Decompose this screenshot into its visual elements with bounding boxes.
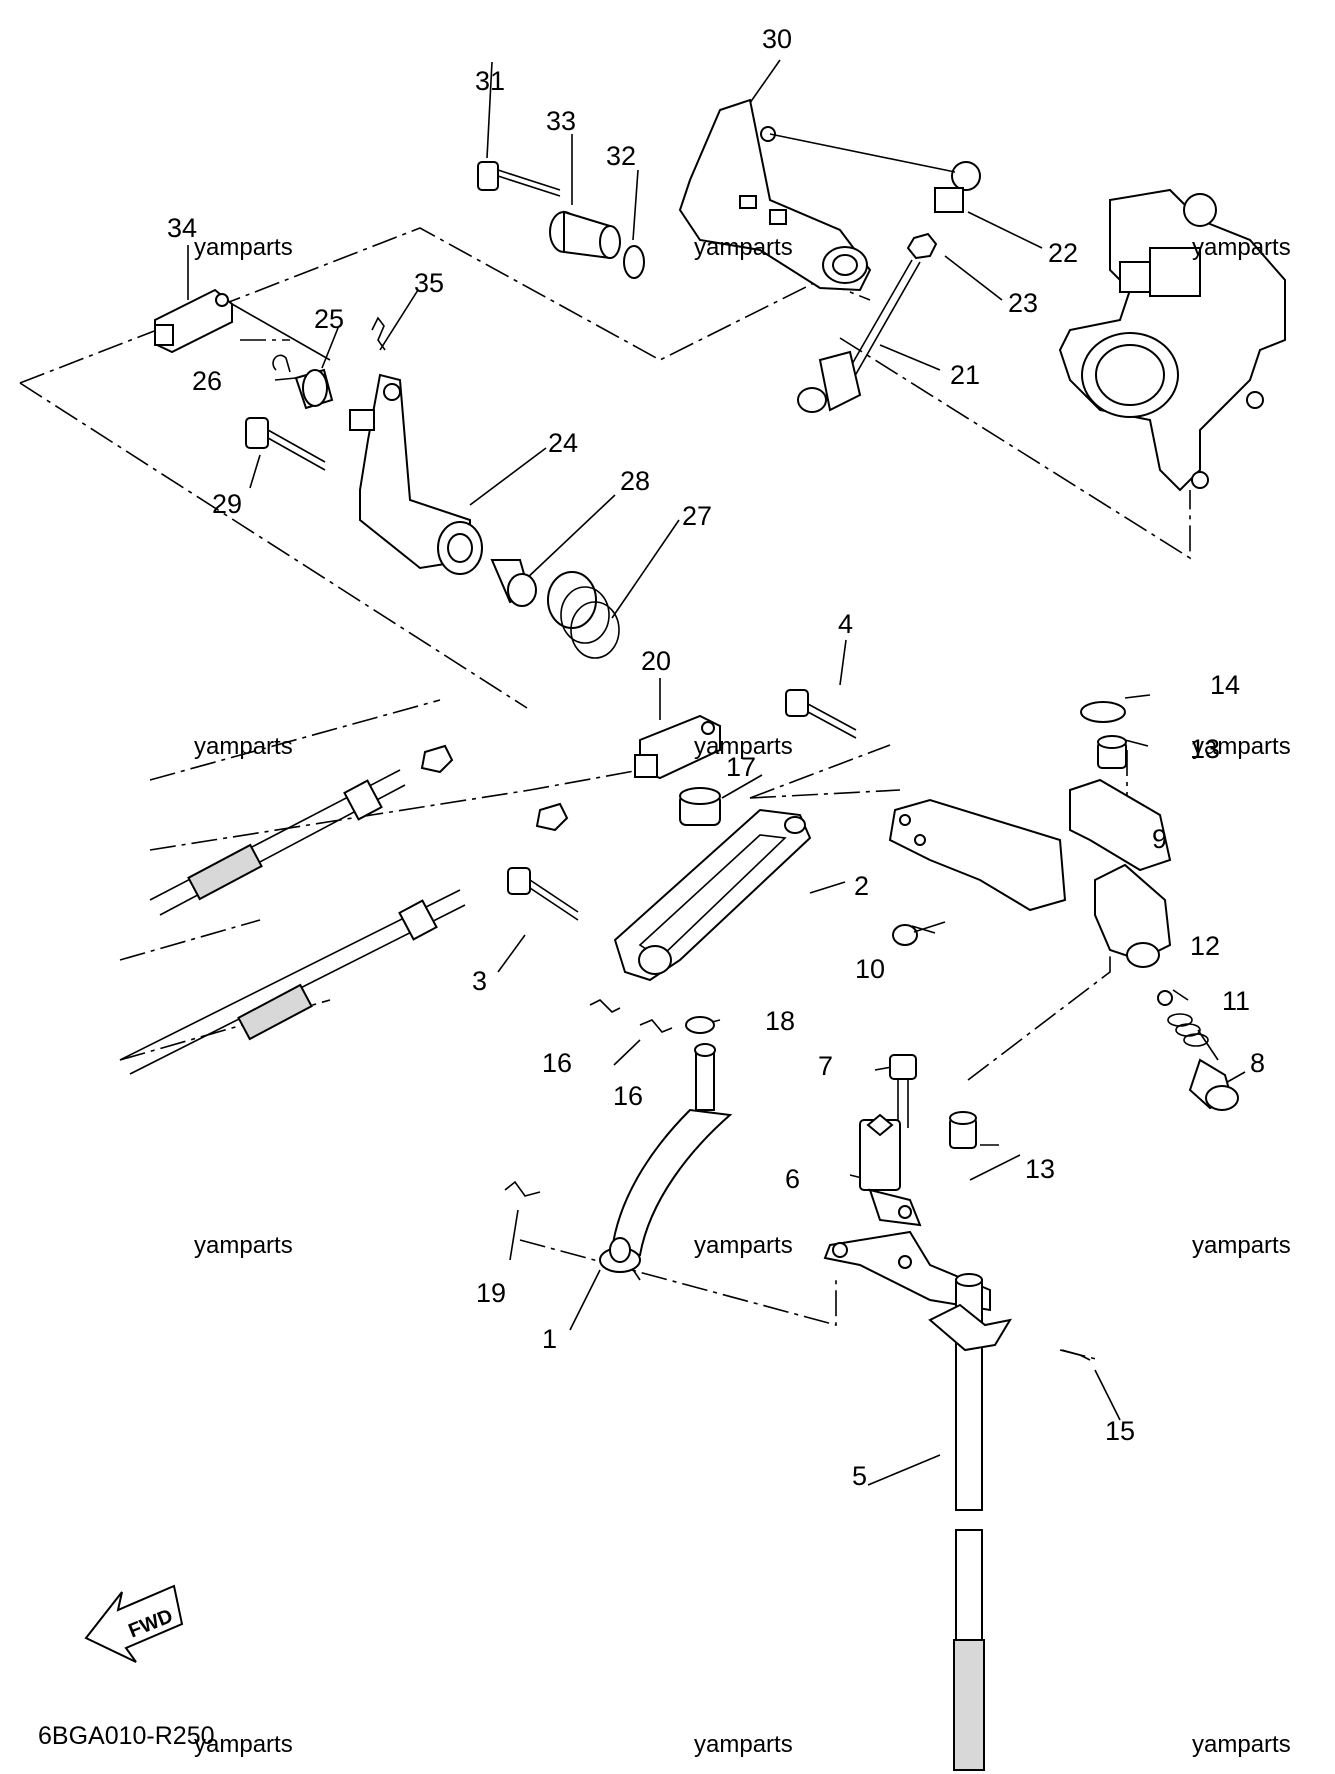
part-label: 6 <box>785 1164 800 1194</box>
part-label: 32 <box>606 141 636 171</box>
collar-13a-shape <box>1097 735 1127 769</box>
lever-24-shape <box>349 373 483 575</box>
part-label: 15 <box>1105 1416 1135 1446</box>
watermark: yamparts <box>1192 234 1291 261</box>
collar-25-shape <box>294 368 334 410</box>
pin-15-shape <box>1061 1349 1091 1361</box>
joint-34-shape <box>154 288 233 354</box>
part-label: 22 <box>1048 238 1078 268</box>
part-label: 19 <box>476 1278 506 1308</box>
part-label: 21 <box>950 360 980 390</box>
collar-17-shape <box>679 787 721 826</box>
watermark: yamparts <box>694 1731 793 1758</box>
assembly-guide-lines <box>19 227 1191 1361</box>
lever-2-shape <box>613 808 812 982</box>
part-label: 14 <box>1210 670 1240 700</box>
watermark: yamparts <box>194 1232 293 1259</box>
part-label: 34 <box>167 213 197 243</box>
sleeve-33-shape <box>549 210 621 260</box>
part-label: 23 <box>1008 288 1038 318</box>
bush-28-shape <box>490 559 537 607</box>
washer-32-shape <box>623 245 645 279</box>
control-cables-shape <box>119 744 569 1075</box>
part-label: 13 <box>1025 1154 1055 1184</box>
watermark: yamparts <box>194 733 293 760</box>
bolt-31-shape <box>477 161 561 197</box>
watermark: yamparts <box>1192 733 1291 760</box>
part-label: 31 <box>475 66 505 96</box>
shift-rod-5-shape <box>928 1273 1013 1771</box>
part-label: 17 <box>726 752 756 782</box>
watermark: yamparts <box>694 234 793 261</box>
part-label: 9 <box>1152 824 1167 854</box>
part-label: 27 <box>682 501 712 531</box>
leader-lines <box>187 59 1246 1486</box>
bolt-7-shape <box>889 1054 917 1128</box>
washer-14-shape <box>1080 701 1126 723</box>
clip-16b-shape <box>639 1019 673 1033</box>
clip-16a-shape <box>589 999 621 1013</box>
part-label: 10 <box>855 954 885 984</box>
joint-22-shape <box>934 161 981 213</box>
nut-23-shape <box>906 232 938 260</box>
watermark: yamparts <box>694 1232 793 1259</box>
plunger-8-shape <box>1188 1058 1239 1111</box>
part-label: 8 <box>1250 1048 1265 1078</box>
part-label: 33 <box>546 106 576 136</box>
ball-12-shape <box>1157 990 1173 1006</box>
part-label: 16 <box>542 1048 572 1078</box>
part-label: 4 <box>838 609 853 639</box>
watermark: yamparts <box>1192 1731 1291 1758</box>
watermark: yamparts <box>194 234 293 261</box>
screw-10-shape <box>892 921 946 946</box>
bolt-4-shape <box>785 689 857 739</box>
part-illustrations <box>119 98 1286 1771</box>
clip-19-shape <box>504 1180 541 1197</box>
part-label: 28 <box>620 466 650 496</box>
part-label: 16 <box>613 1081 643 1111</box>
bolt-29-shape <box>245 417 326 471</box>
part-label: 12 <box>1190 931 1220 961</box>
part-label: 18 <box>765 1006 795 1036</box>
part-label: 29 <box>212 489 242 519</box>
diagram-code: 6BGA010-R250 <box>38 1722 215 1750</box>
part-label: 24 <box>548 428 578 458</box>
washer-18-shape <box>685 1016 715 1034</box>
joint-20-shape <box>634 714 721 780</box>
collar-13b-shape <box>949 1111 977 1149</box>
throttle-body-shape <box>1058 188 1286 492</box>
rod-21-shape <box>797 259 921 413</box>
part-label: 3 <box>472 966 487 996</box>
bolt-3-shape <box>507 867 579 921</box>
plate-9-shape <box>888 778 1172 968</box>
spring-11-shape <box>1167 1013 1209 1047</box>
part-label: 25 <box>314 304 344 334</box>
spring-27-shape <box>547 571 620 659</box>
part-number-labels: 1 2 3 4 5 6 7 8 9 10 11 12 13 13 14 15 1… <box>167 24 1265 1491</box>
part-label: 26 <box>192 366 222 396</box>
part-label: 30 <box>762 24 792 54</box>
clip-35-shape <box>371 316 386 351</box>
shift-plate-shape <box>823 1230 991 1312</box>
part-label: 2 <box>854 871 869 901</box>
watermarks: yamparts yamparts yamparts yamparts yamp… <box>194 234 1291 1758</box>
pin-26-shape <box>272 354 291 373</box>
part-label: 13 <box>1190 734 1220 764</box>
shift-arm-1-shape <box>599 1043 733 1273</box>
bracket-30-shape <box>678 98 872 292</box>
part-label: 11 <box>1222 986 1250 1016</box>
watermark: yamparts <box>194 1731 293 1758</box>
part-label: 5 <box>852 1461 867 1491</box>
part-label: 20 <box>641 646 671 676</box>
watermark: yamparts <box>1192 1232 1291 1259</box>
part-label: 1 <box>542 1324 557 1354</box>
watermark: yamparts <box>694 733 793 760</box>
switch-6-shape <box>859 1113 922 1227</box>
part-label: 7 <box>818 1051 833 1081</box>
part-label: 35 <box>414 268 444 298</box>
fwd-arrow-icon: FWD <box>84 1584 184 1663</box>
